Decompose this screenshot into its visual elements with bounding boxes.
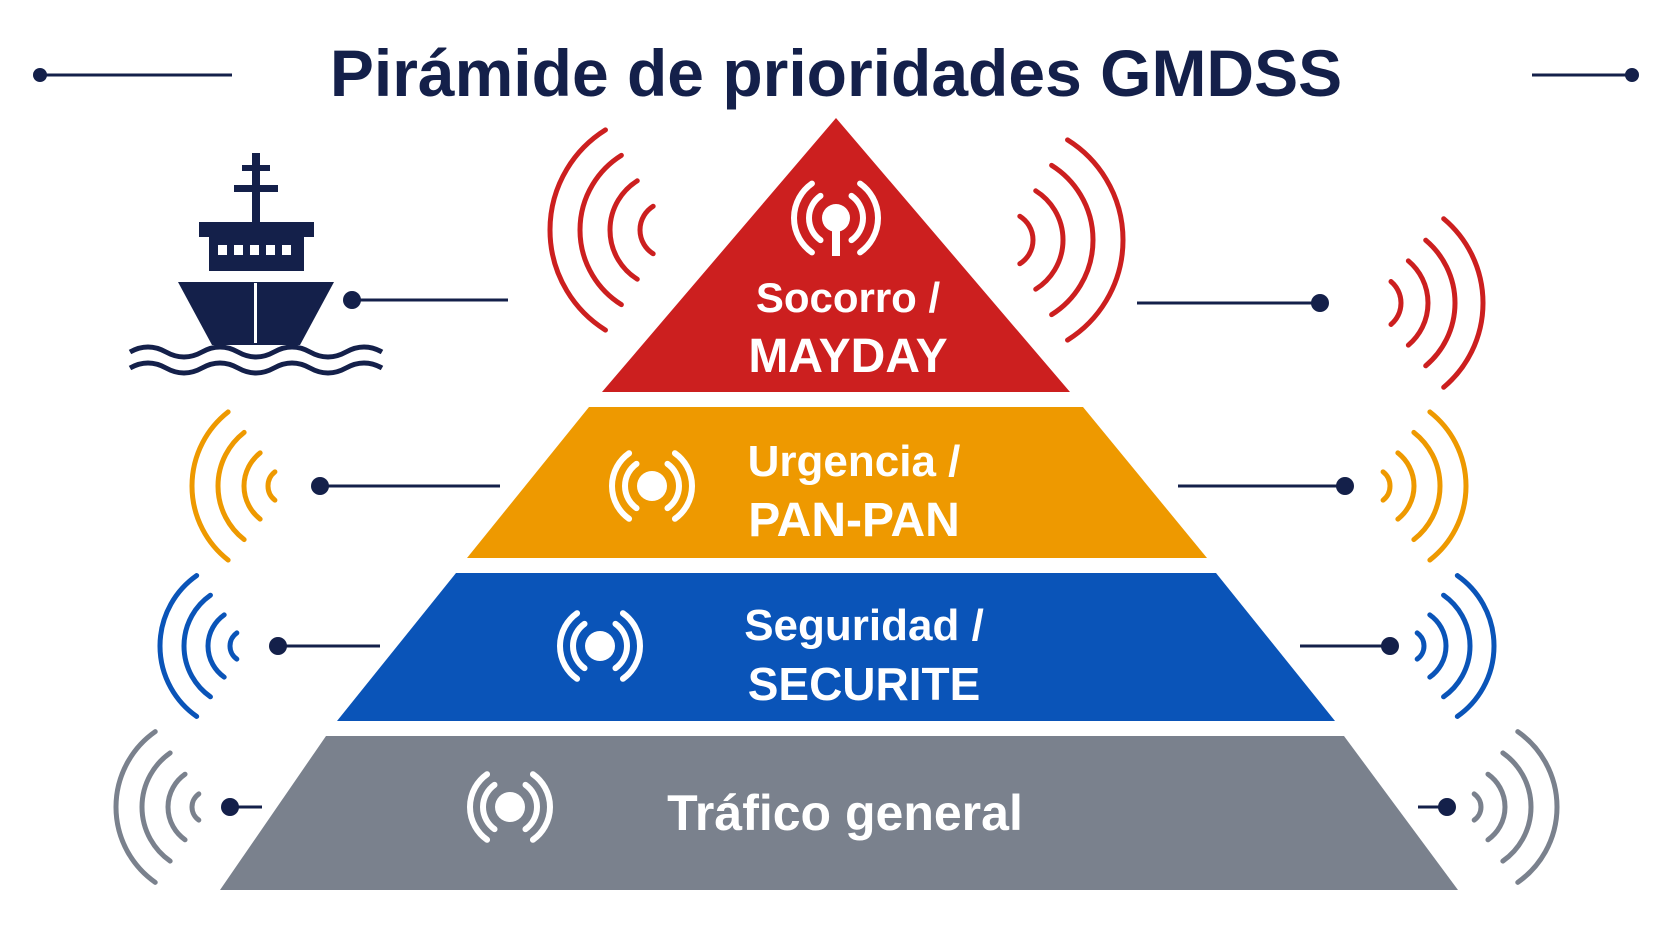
radio-wave-icon xyxy=(607,178,640,282)
title-rule-right-dot xyxy=(1625,68,1639,82)
radio-wave-icon xyxy=(1411,429,1443,543)
radio-icon-safety xyxy=(585,631,615,661)
antenna-wave xyxy=(848,192,866,244)
radio-wave-icon xyxy=(1017,213,1036,267)
radio-wave-icon xyxy=(189,791,202,823)
antenna-wave xyxy=(791,180,815,256)
radio-wave-icon xyxy=(1388,279,1404,327)
antenna-wave xyxy=(806,192,824,244)
ship-windows xyxy=(218,245,291,343)
tier-distress-label-2: MAYDAY xyxy=(748,330,947,383)
tier-routine-label: Tráfico general xyxy=(667,785,1023,841)
radio-icon-urgency-wave xyxy=(622,460,640,512)
radio-wave-icon xyxy=(1049,162,1096,318)
radio-wave-icon xyxy=(1065,137,1126,343)
radio-wave-icon xyxy=(1395,450,1417,522)
radio-icon-safety-wave xyxy=(619,610,643,682)
radio-wave-icon xyxy=(205,612,227,680)
icons-layer xyxy=(113,127,1560,885)
radio-icon-safety-wave xyxy=(612,620,630,672)
radio-wave-icon xyxy=(181,592,213,700)
antenna-wave xyxy=(857,180,881,256)
radio-wave-icon xyxy=(1033,188,1066,292)
radio-icon-routine-wave xyxy=(529,771,553,843)
tier-urgency xyxy=(467,407,1207,558)
radio-icon-safety-wave xyxy=(557,610,581,682)
radio-wave-icon xyxy=(1471,791,1484,823)
radio-wave-icon xyxy=(189,409,231,563)
radio-wave-icon xyxy=(1414,630,1427,662)
connector-routine-left-dot xyxy=(221,798,239,816)
radio-icon-urgency-wave xyxy=(671,450,695,522)
connector-urgency-right-dot xyxy=(1336,477,1354,495)
radio-icon-safety-wave xyxy=(570,620,588,672)
connector-safety-right-dot xyxy=(1381,637,1399,655)
connector-urgency-left-dot xyxy=(311,477,329,495)
radio-icon-urgency-wave xyxy=(609,450,633,522)
radio-wave-icon xyxy=(1441,216,1486,390)
radio-wave-icon xyxy=(1427,409,1469,563)
radio-wave-icon xyxy=(547,127,608,333)
radio-wave-icon xyxy=(1500,750,1534,864)
radio-wave-icon xyxy=(265,469,278,503)
radio-wave-icon xyxy=(1454,573,1497,719)
radio-wave-icon xyxy=(1380,469,1393,503)
radio-wave-icon xyxy=(241,450,263,522)
radio-wave-icon xyxy=(1485,771,1508,843)
radio-wave-icon xyxy=(1427,612,1449,680)
tier-safety xyxy=(337,573,1335,721)
tier-urgency-label-1: Urgencia / xyxy=(748,437,961,486)
radio-wave-icon xyxy=(1441,592,1473,700)
tier-distress-label-1: Socorro / xyxy=(756,274,941,321)
title-group: Pirámide de prioridades GMDSS xyxy=(33,36,1639,110)
radio-wave-icon xyxy=(1405,258,1431,348)
connector-routine-right-dot xyxy=(1438,798,1456,816)
radio-wave-icon xyxy=(157,573,200,719)
antenna-icon xyxy=(822,204,850,256)
radio-icon-routine-wave xyxy=(467,771,491,843)
tier-routine xyxy=(220,736,1458,890)
page-title: Pirámide de prioridades GMDSS xyxy=(330,36,1342,110)
tier-urgency-label-2: PAN-PAN xyxy=(748,494,960,547)
radio-wave-icon xyxy=(1423,237,1458,369)
radio-wave-icon xyxy=(215,429,247,543)
radio-wave-icon xyxy=(165,771,188,843)
connector-distress-left-dot xyxy=(343,291,361,309)
connector-distress-right-dot xyxy=(1311,294,1329,312)
radio-wave-icon xyxy=(637,203,656,257)
radio-wave-icon xyxy=(1515,729,1560,885)
tier-safety-label-2: SECURITE xyxy=(748,658,981,710)
radio-icon-routine-wave xyxy=(522,781,540,833)
tier-safety-label-1: Seguridad / xyxy=(744,601,984,650)
radio-icon-urgency xyxy=(637,471,667,501)
radio-wave-icon xyxy=(577,152,624,308)
radio-icon-urgency-wave xyxy=(664,460,682,512)
pyramid xyxy=(220,118,1458,890)
connector-safety-left-dot xyxy=(269,637,287,655)
ship-icon xyxy=(128,153,384,376)
radio-wave-icon xyxy=(139,750,173,864)
radio-wave-icon xyxy=(227,630,240,662)
radio-icon-routine xyxy=(495,792,525,822)
radio-icon-routine-wave xyxy=(480,781,498,833)
radio-wave-icon xyxy=(113,729,158,885)
